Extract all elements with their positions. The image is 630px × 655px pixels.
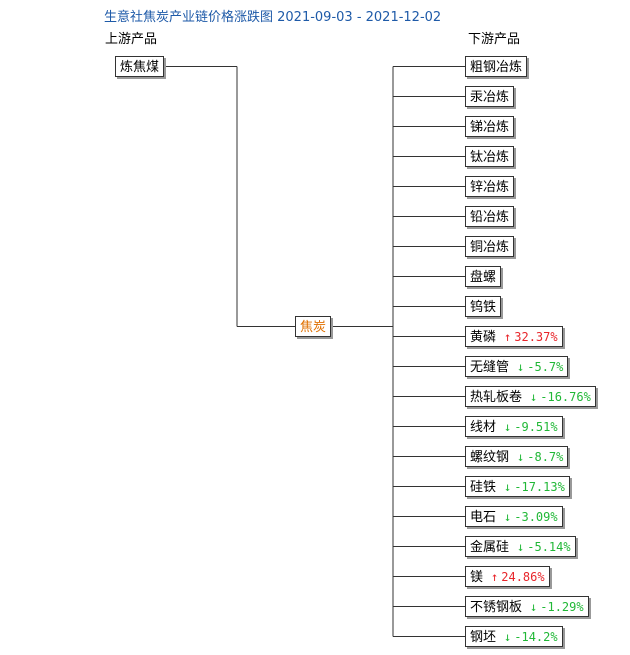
arrow-down-icon: ↓ bbox=[504, 480, 512, 494]
price-change-value: 32.37% bbox=[514, 330, 558, 344]
downstream-item-label: 钨铁 bbox=[470, 300, 497, 315]
downstream-item-label: 汞冶炼 bbox=[470, 90, 510, 105]
price-change-value: -17.13% bbox=[514, 480, 565, 494]
upstream-item-label: 炼焦煤 bbox=[120, 60, 160, 75]
arrow-down-icon: ↓ bbox=[504, 630, 512, 644]
downstream-item[interactable]: 金属硅 ↓-5.14% bbox=[465, 536, 576, 557]
price-change-value: -5.14% bbox=[527, 540, 571, 554]
downstream-item-label: 钛冶炼 bbox=[470, 150, 510, 165]
downstream-item-label: 金属硅 bbox=[470, 540, 510, 555]
downstream-item-label: 不锈钢板 bbox=[470, 600, 523, 615]
downstream-item[interactable]: 盘螺 bbox=[465, 266, 502, 287]
price-change: ↑32.37% bbox=[504, 330, 558, 344]
arrow-down-icon: ↓ bbox=[517, 450, 525, 464]
downstream-item[interactable]: 电石 ↓-3.09% bbox=[465, 506, 563, 527]
page-title: 生意社焦炭产业链价格涨跌图 2021-09-03 - 2021-12-02 bbox=[104, 10, 442, 25]
arrow-down-icon: ↓ bbox=[504, 420, 512, 434]
upstream-heading: 上游产品 bbox=[105, 32, 158, 47]
downstream-item[interactable]: 黄磷 ↑32.37% bbox=[465, 326, 563, 347]
downstream-item-label: 铅冶炼 bbox=[470, 210, 510, 225]
downstream-item[interactable]: 粗钢冶炼 bbox=[465, 56, 528, 77]
price-change: ↓-14.2% bbox=[504, 630, 558, 644]
arrow-down-icon: ↓ bbox=[530, 390, 538, 404]
price-change: ↓-8.7% bbox=[517, 450, 563, 464]
arrow-down-icon: ↓ bbox=[517, 360, 525, 374]
price-change: ↓-1.29% bbox=[530, 600, 584, 614]
downstream-item[interactable]: 钨铁 bbox=[465, 296, 502, 317]
downstream-item-label: 黄磷 bbox=[470, 330, 497, 345]
downstream-item-label: 电石 bbox=[470, 510, 497, 525]
price-change-value: 24.86% bbox=[501, 570, 545, 584]
downstream-item-label: 铜冶炼 bbox=[470, 240, 510, 255]
price-change: ↓-3.09% bbox=[504, 510, 558, 524]
downstream-item[interactable]: 热轧板卷 ↓-16.76% bbox=[465, 386, 596, 407]
downstream-item-label: 锑冶炼 bbox=[470, 120, 510, 135]
center-product[interactable]: 焦炭 bbox=[295, 316, 332, 337]
upstream-item[interactable]: 炼焦煤 bbox=[115, 56, 165, 77]
downstream-item-label: 盘螺 bbox=[470, 270, 497, 285]
price-change-value: -14.2% bbox=[514, 630, 558, 644]
price-change: ↑24.86% bbox=[491, 570, 545, 584]
downstream-item[interactable]: 汞冶炼 bbox=[465, 86, 515, 107]
price-change: ↓-5.7% bbox=[517, 360, 563, 374]
downstream-item[interactable]: 锑冶炼 bbox=[465, 116, 515, 137]
price-change-value: -5.7% bbox=[527, 360, 564, 374]
price-change: ↓-16.76% bbox=[530, 390, 591, 404]
price-change-value: -9.51% bbox=[514, 420, 558, 434]
downstream-item-label: 热轧板卷 bbox=[470, 390, 523, 405]
center-product-label: 焦炭 bbox=[300, 320, 327, 335]
downstream-item-label: 粗钢冶炼 bbox=[470, 60, 523, 75]
downstream-item[interactable]: 不锈钢板 ↓-1.29% bbox=[465, 596, 589, 617]
price-change-value: -3.09% bbox=[514, 510, 558, 524]
arrow-down-icon: ↓ bbox=[517, 540, 525, 554]
downstream-item[interactable]: 线材 ↓-9.51% bbox=[465, 416, 563, 437]
price-change-value: -8.7% bbox=[527, 450, 564, 464]
downstream-item-label: 锌冶炼 bbox=[470, 180, 510, 195]
downstream-heading: 下游产品 bbox=[468, 32, 521, 47]
downstream-item[interactable]: 镁 ↑24.86% bbox=[465, 566, 550, 587]
price-change: ↓-17.13% bbox=[504, 480, 565, 494]
price-change-value: -16.76% bbox=[540, 390, 591, 404]
price-change: ↓-5.14% bbox=[517, 540, 571, 554]
downstream-item-label: 硅铁 bbox=[470, 480, 497, 495]
downstream-item[interactable]: 铜冶炼 bbox=[465, 236, 515, 257]
downstream-item-label: 螺纹钢 bbox=[470, 450, 510, 465]
price-change: ↓-9.51% bbox=[504, 420, 558, 434]
downstream-item[interactable]: 锌冶炼 bbox=[465, 176, 515, 197]
arrow-down-icon: ↓ bbox=[504, 510, 512, 524]
downstream-item[interactable]: 铅冶炼 bbox=[465, 206, 515, 227]
arrow-up-icon: ↑ bbox=[491, 570, 499, 584]
arrow-down-icon: ↓ bbox=[530, 600, 538, 614]
downstream-item[interactable]: 螺纹钢 ↓-8.7% bbox=[465, 446, 569, 467]
downstream-item[interactable]: 钢坯 ↓-14.2% bbox=[465, 626, 563, 647]
downstream-item-label: 镁 bbox=[470, 570, 484, 585]
downstream-item-label: 线材 bbox=[470, 420, 497, 435]
downstream-item[interactable]: 无缝管 ↓-5.7% bbox=[465, 356, 569, 377]
arrow-up-icon: ↑ bbox=[504, 330, 512, 344]
downstream-item[interactable]: 硅铁 ↓-17.13% bbox=[465, 476, 570, 497]
downstream-item-label: 无缝管 bbox=[470, 360, 510, 375]
price-change-value: -1.29% bbox=[540, 600, 584, 614]
downstream-item-label: 钢坯 bbox=[470, 630, 497, 645]
downstream-item[interactable]: 钛冶炼 bbox=[465, 146, 515, 167]
